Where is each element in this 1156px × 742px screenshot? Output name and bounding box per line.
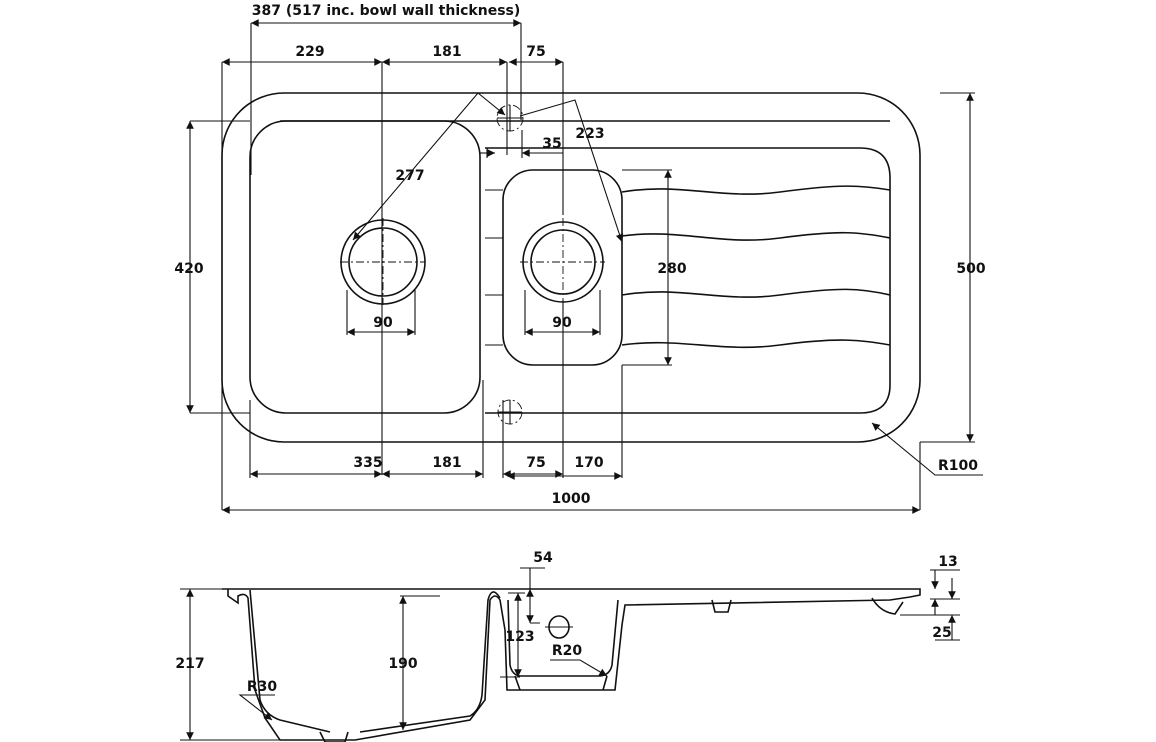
dim-500: 500: [956, 261, 985, 277]
overflow-hole-section: [545, 615, 573, 639]
section-view: 217 190 123 54 R30 R20 13 25: [175, 550, 960, 742]
dim-54: 54: [533, 550, 553, 566]
dim-277: 277: [395, 168, 424, 184]
dim-280: 280: [657, 261, 686, 277]
dim-r100: R100: [938, 458, 978, 474]
dim-181-top: 181: [432, 44, 461, 60]
section-dimension-lines: [186, 568, 956, 741]
dim-217: 217: [175, 656, 204, 672]
dim-75-bottom: 75: [526, 455, 545, 471]
dim-75-top: 75: [526, 44, 545, 60]
overflow-hole: [497, 399, 523, 425]
dim-170: 170: [574, 455, 603, 471]
small-waste: [520, 218, 605, 305]
dim-13: 13: [938, 554, 957, 570]
dim-123: 123: [505, 629, 534, 645]
dim-420: 420: [174, 261, 203, 277]
sink-section-profile: [222, 588, 921, 741]
plan-dimension-lines: [186, 19, 983, 514]
drainer-feet: [711, 597, 904, 615]
drainer: [485, 147, 891, 414]
dim-bowl-span: 387 (517 inc. bowl wall thickness): [252, 3, 521, 19]
plan-view: 387 (517 inc. bowl wall thickness) 229 1…: [174, 3, 986, 514]
main-bowl-inner: [249, 589, 501, 733]
bowl-divider-ribs: [485, 189, 503, 346]
main-bowl: [249, 120, 481, 414]
dim-181-bottom: 181: [432, 455, 461, 471]
small-bowl-inner: [507, 599, 619, 677]
dim-190: 190: [388, 656, 417, 672]
tap-hole: [496, 104, 524, 132]
sink-outline: [221, 92, 921, 443]
dim-35: 35: [542, 136, 561, 152]
dim-229: 229: [295, 44, 324, 60]
dim-25: 25: [932, 625, 951, 641]
dim-1000: 1000: [552, 491, 591, 507]
dim-223: 223: [575, 126, 604, 142]
dim-r20: R20: [552, 643, 583, 659]
dim-90-small: 90: [552, 315, 572, 331]
waste-outlets: [319, 675, 608, 742]
dim-335: 335: [353, 455, 382, 471]
dim-90-main: 90: [373, 315, 393, 331]
dim-r30: R30: [247, 679, 278, 695]
